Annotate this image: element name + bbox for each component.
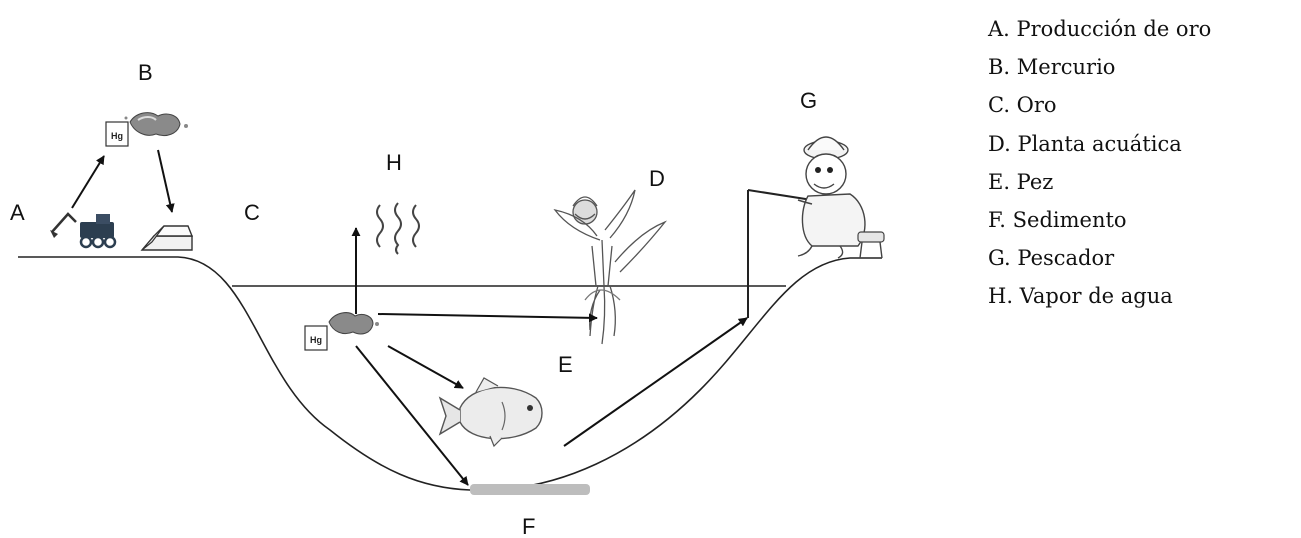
legend-item-g: G. Pescador	[988, 239, 1211, 277]
arrow-sediment-to-fisherman	[564, 318, 747, 446]
label-d: D	[649, 166, 665, 191]
legend-item-c: C. Oro	[988, 86, 1211, 124]
fisherman-icon	[748, 137, 884, 318]
label-b: B	[138, 60, 153, 85]
legend-item-a: A. Producción de oro	[988, 10, 1211, 48]
legend-item-e: E. Pez	[988, 163, 1211, 201]
label-g: G	[800, 88, 817, 113]
vapor-icon	[377, 203, 419, 254]
label-c: C	[244, 200, 260, 225]
label-e: E	[558, 352, 573, 377]
gold-bar-icon	[142, 226, 192, 250]
label-f: F	[522, 514, 535, 538]
label-h: H	[386, 150, 402, 175]
arrow-mercury-to-gold	[158, 150, 172, 212]
arrow-machine-to-mercury	[72, 156, 104, 208]
legend-item-b: B. Mercurio	[988, 48, 1211, 86]
terrain	[18, 257, 882, 495]
aquatic-plant-icon	[555, 190, 665, 344]
fish-icon	[440, 378, 542, 446]
excavator-icon	[50, 214, 115, 247]
mercury-cycle-diagram: Hg Hg	[0, 0, 980, 538]
arrow-mercury-to-fish	[388, 346, 463, 388]
legend-item-h: H. Vapor de agua	[988, 277, 1211, 315]
arrow-mercury-to-plant	[378, 314, 597, 318]
ground-and-basin-outline	[18, 257, 882, 490]
mercury-in-water-icon: Hg	[305, 313, 379, 350]
fishing-rod	[748, 190, 812, 200]
hg-symbol-text-water: Hg	[310, 335, 322, 345]
label-a: A	[10, 200, 25, 225]
legend-item-f: F. Sedimento	[988, 201, 1211, 239]
sediment-layer	[470, 484, 590, 495]
legend: A. Producción de oro B. Mercurio C. Oro …	[988, 10, 1211, 316]
letter-labels: A B C D E F G H	[10, 60, 817, 538]
mercury-icon: Hg	[106, 113, 188, 146]
legend-item-d: D. Planta acuática	[988, 125, 1211, 163]
hg-symbol-text: Hg	[111, 131, 123, 141]
